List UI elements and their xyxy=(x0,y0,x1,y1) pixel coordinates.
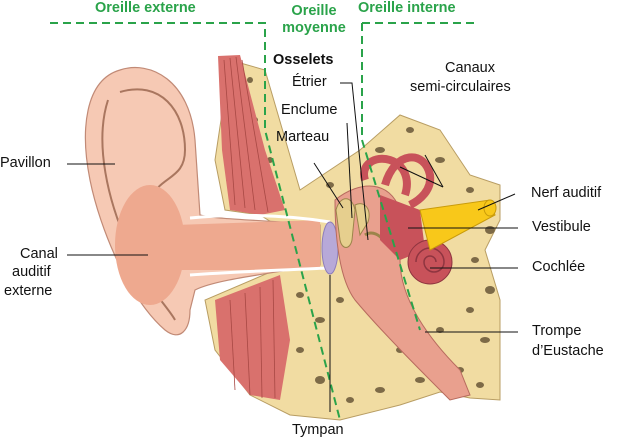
label-eardrum: Tympan xyxy=(292,422,344,438)
label-canal-line1: Canal xyxy=(20,246,58,262)
label-cochlea: Cochlée xyxy=(532,259,586,275)
label-canals-line1: Canaux xyxy=(445,60,495,76)
region-inner-ear: Oreille interne xyxy=(358,0,456,16)
label-stirrup: Étrier xyxy=(292,74,327,90)
label-canals-line2: semi-circulaires xyxy=(410,79,511,95)
label-pinna: Pavillon xyxy=(0,155,51,171)
label-anvil: Enclume xyxy=(281,102,338,118)
label-canal-line2: auditif xyxy=(12,264,51,280)
region-middle-ear-line1: Oreille xyxy=(291,3,337,19)
label-vestibule: Vestibule xyxy=(532,219,591,235)
region-middle-ear-line2: moyenne xyxy=(282,20,346,36)
label-canal-line3: externe xyxy=(4,283,53,299)
ossicles-title: Osselets xyxy=(273,52,334,68)
label-tube-line1: Trompe xyxy=(532,323,582,339)
label-tube-line2: d’Eustache xyxy=(532,343,604,359)
label-hammer: Marteau xyxy=(276,129,330,145)
label-nerve: Nerf auditif xyxy=(531,185,602,201)
region-external-ear: Oreille externe xyxy=(95,0,196,16)
